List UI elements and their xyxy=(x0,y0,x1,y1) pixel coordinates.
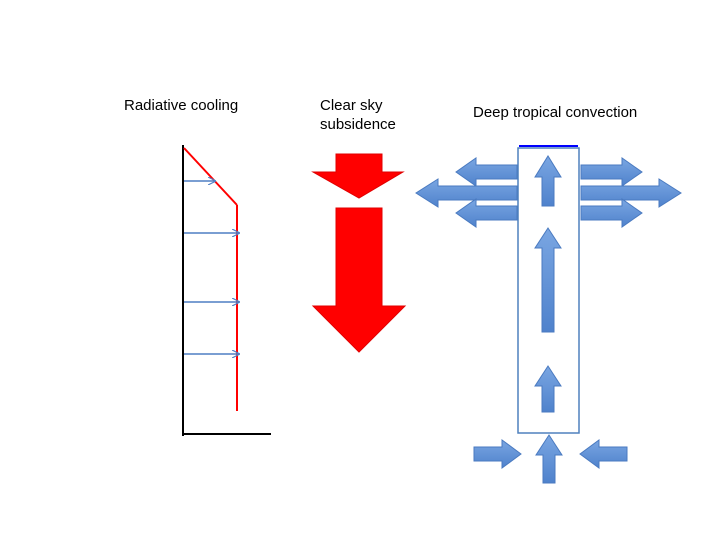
deep-convection-label: Deep tropical convection xyxy=(473,104,638,121)
clear-sky-label-line2: subsidence xyxy=(320,116,396,133)
small-down-arrow xyxy=(311,153,405,199)
inflow-arrow-left xyxy=(473,439,522,469)
outflow-left-2 xyxy=(415,178,518,208)
radiative-cooling-panel xyxy=(182,145,271,436)
inflow-arrow-right xyxy=(579,439,628,469)
clear-sky-subsidence-label: Clear sky subsidence xyxy=(320,96,396,134)
updraft-arrow-lower xyxy=(534,365,562,413)
outflow-right-3 xyxy=(580,198,643,228)
cooling-profile-slope xyxy=(183,147,238,206)
outflow-right-2 xyxy=(580,178,682,208)
deep-convection-panel xyxy=(415,145,682,484)
updraft-arrow-middle xyxy=(534,227,562,333)
large-down-arrow xyxy=(311,207,407,353)
clear-sky-label-line1: Clear sky xyxy=(320,97,383,114)
subsidence-panel xyxy=(311,153,407,353)
outflow-left-3 xyxy=(455,198,518,228)
inflow-arrow-up xyxy=(535,434,563,484)
updraft-arrow-top xyxy=(534,155,562,207)
outflow-right-1 xyxy=(580,157,643,187)
outflow-left-1 xyxy=(455,157,518,187)
radiative-cooling-label: Radiative cooling xyxy=(124,97,239,114)
convection-column xyxy=(517,147,580,434)
